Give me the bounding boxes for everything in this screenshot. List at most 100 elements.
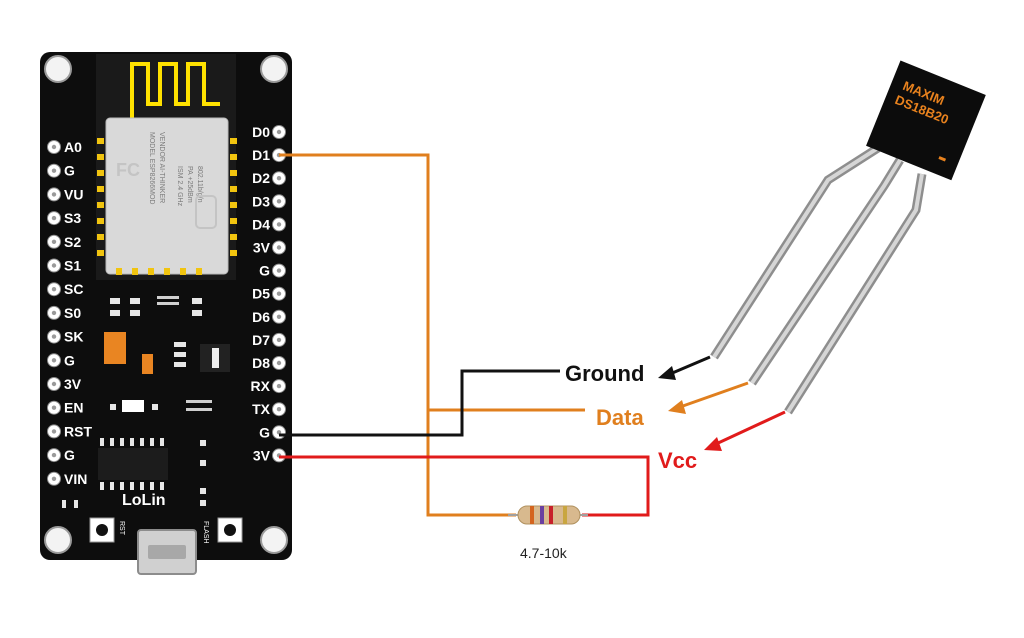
pin-label: G [64,163,75,179]
pin-hole [51,405,57,410]
pin-label: S3 [64,210,81,226]
wifi-logo [195,195,217,229]
sensor-leg-right [784,173,927,415]
wires [279,153,650,517]
module-text-line: VENDOR AI-THINKER [158,132,165,203]
wifi-antenna-trace [130,62,220,118]
board-brand-label: LoLin [122,492,166,509]
resistor-value-label: 4.7-10k [520,545,568,561]
pin-left-vu: VU [47,186,83,202]
pin-left-s2: S2 [47,234,81,250]
pin-label: D3 [252,193,270,209]
pin-hole [51,287,57,292]
pin-label: D7 [252,332,270,348]
ground-arrow [658,355,711,380]
pin-label: 3V [64,376,82,392]
pin-hole [51,263,57,268]
pin-label: RX [251,378,271,394]
pin-hole [51,429,57,434]
pin-left-s1: S1 [47,258,81,274]
pin-label: G [259,263,270,279]
module-text-line: 802.11b/g/n [196,166,203,203]
pin-label: D5 [252,286,270,302]
pin-hole [276,245,282,250]
pin-label: S1 [64,258,81,274]
rst-button: RST [89,517,125,543]
pin-right-d4: D4 [252,216,286,232]
vcc-arrow [704,410,786,451]
pin-left-s3: S3 [47,210,81,226]
module-text-line: MODEL ESP8266MOD [148,132,155,205]
pin-left-g: G [47,163,75,179]
pin-label: G [64,447,75,463]
pin-label: 3V [253,447,271,463]
pin-hole [51,239,57,244]
pin-label: D0 [252,124,270,140]
pin-hole [276,314,282,319]
pin-hole [276,291,282,296]
pin-left-3v: 3V [47,376,82,392]
pin-label: 3V [253,240,271,256]
pin-hole [51,192,57,197]
pin-hole [276,222,282,227]
ds18b20-sensor: MAXIM DS18B20 [710,60,986,415]
pin-right-d7: D7 [252,332,286,348]
pin-left-sc: SC [47,281,83,297]
pin-left-en: EN [47,400,83,416]
board-components: LoLin [62,296,230,509]
module-text-line: PA +25dBm [186,166,193,203]
pin-hole [276,383,282,389]
vcc-label: Vcc [658,448,697,473]
pin-right-d6: D6 [252,309,286,325]
fcc-mark: FC [116,160,140,180]
data-wire [279,153,516,517]
data-arrow [668,381,749,414]
ground-label: Ground [565,361,644,386]
pin-hole [51,358,57,363]
pin-hole [276,430,282,435]
pin-label: D1 [252,147,270,163]
pin-hole [51,168,57,173]
pin-hole [51,215,57,221]
pin-label: EN [64,400,83,416]
pin-hole [276,199,282,204]
mounting-hole [260,55,288,83]
pin-label: G [259,424,270,440]
mounting-hole [260,526,288,554]
pin-label: RST [64,423,92,439]
pin-right-d3: D3 [252,193,286,209]
pin-left-g: G [47,352,75,368]
pin-left-a0: A0 [47,139,82,155]
pin-hole [276,407,282,412]
pin-label: SK [64,329,83,345]
pin-label: S2 [64,234,81,250]
pin-hole [51,452,57,458]
sensor-leg-left [710,144,881,360]
mounting-hole [44,55,72,83]
pin-label: S0 [64,305,81,321]
pin-label: D8 [252,355,270,371]
pin-label: TX [252,401,271,417]
pin-label: VU [64,186,83,202]
flash-button-label: FLASH [202,521,209,544]
pin-hole [51,310,57,316]
pin-hole [276,337,282,343]
pin-left-g: G [47,447,75,463]
pin-left-rst: RST [47,423,92,439]
pin-label: D6 [252,309,270,325]
pin-hole [51,144,57,150]
pin-right-d2: D2 [252,170,286,186]
pin-left-sk: SK [47,329,83,345]
pin-label: D2 [252,170,270,186]
sensor-body: MAXIM DS18B20 [866,60,986,181]
rst-button-label: RST [118,521,125,536]
nodemcu-board: FC MODEL ESP8266MOD VENDOR AI-THINKER IS… [40,52,292,575]
pin-hole [51,476,57,481]
module-text-line: ISM 2.4 GHz [176,166,183,207]
pull-up-resistor: 4.7-10k [508,505,588,561]
pin-right-d8: D8 [252,355,286,371]
pin-hole [276,360,282,366]
module-pads [97,138,237,275]
pin-label: VIN [64,471,87,487]
